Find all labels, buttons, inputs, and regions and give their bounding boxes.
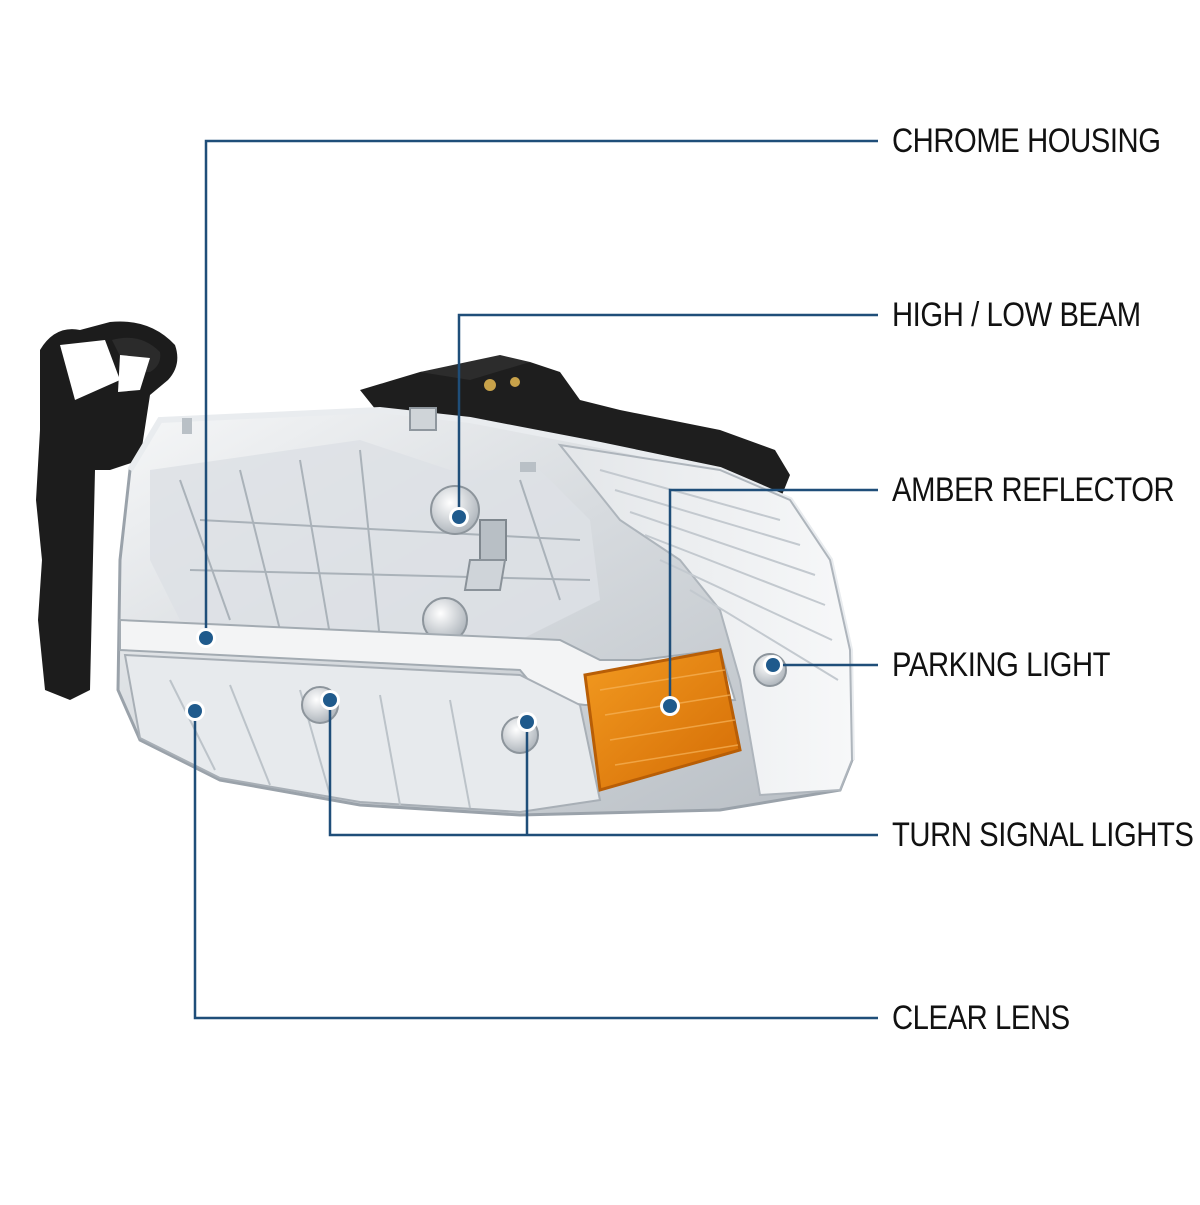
- leader-high-low-beam: [457, 313, 878, 516]
- leader-amber-reflector: [668, 488, 878, 706]
- label-clear-lens: CLEAR LENS: [892, 999, 1070, 1037]
- leader-clear-lens: [193, 712, 878, 1020]
- dot-turn-signal-right: [517, 712, 537, 732]
- leader-lines: [193, 139, 878, 1020]
- dot-high-low-beam: [449, 507, 469, 527]
- dot-turn-signal-left: [320, 690, 340, 710]
- label-turn-signal-lights: TURN SIGNAL LIGHTS: [892, 816, 1194, 854]
- dot-chrome-housing: [196, 628, 216, 648]
- leader-chrome-housing: [204, 139, 878, 636]
- label-parking-light: PARKING LIGHT: [892, 646, 1111, 684]
- label-chrome-housing: CHROME HOUSING: [892, 122, 1161, 160]
- mounting-bracket: [36, 321, 178, 700]
- dot-parking-light: [763, 655, 783, 675]
- callout-dots: [185, 507, 783, 732]
- label-high-low-beam: HIGH / LOW BEAM: [892, 296, 1141, 334]
- dot-clear-lens: [185, 701, 205, 721]
- label-amber-reflector: AMBER REFLECTOR: [892, 471, 1175, 509]
- dot-amber-reflector: [660, 696, 680, 716]
- leader-turn-signal-a: [328, 700, 878, 837]
